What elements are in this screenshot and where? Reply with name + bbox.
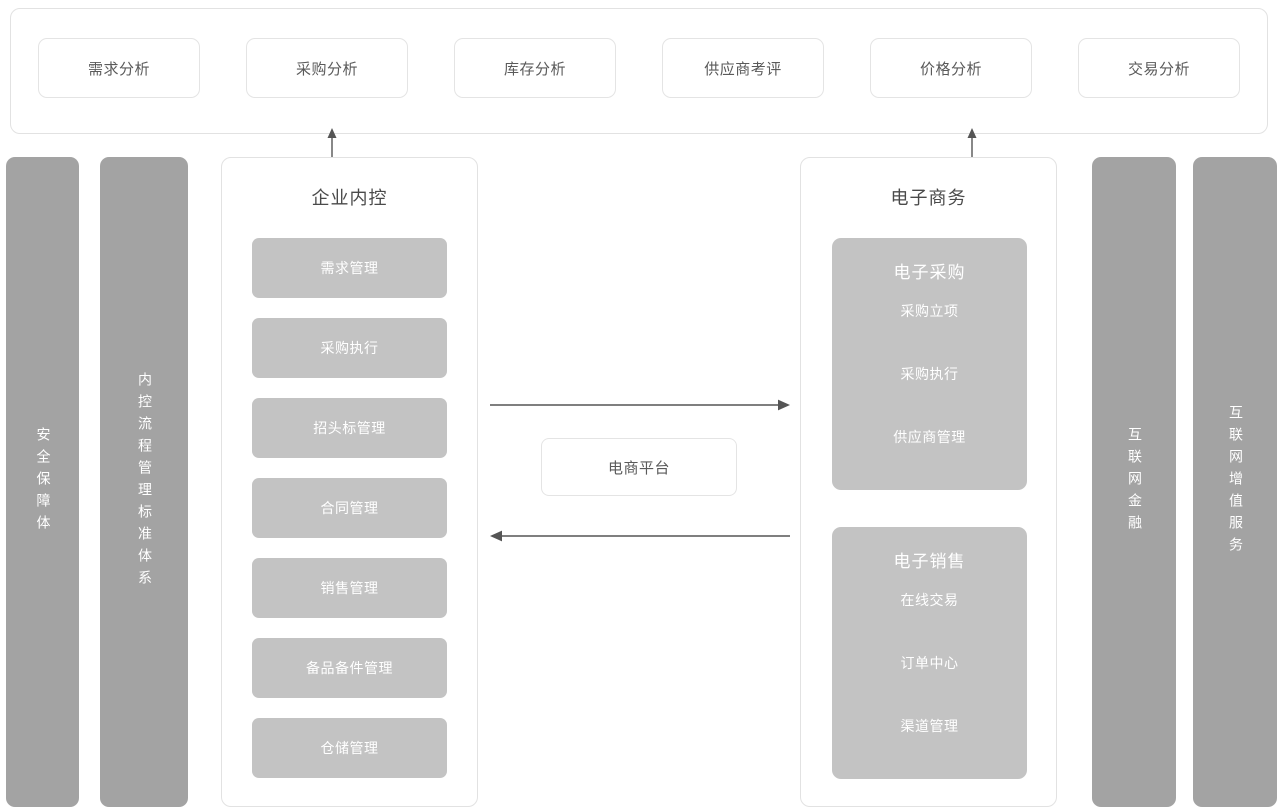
sidebar-internet-value-added-service[interactable]: 互联网增值服务: [1193, 157, 1277, 807]
e-procurement-item-list: 采购立项 采购执行 供应商管理: [832, 301, 1027, 447]
internal-control-block-list: 需求管理 采购执行 招头标管理 合同管理 销售管理 备品备件管理 仓储管理: [252, 238, 447, 778]
analysis-card-demand[interactable]: 需求分析: [38, 38, 200, 98]
e-sales-item-online-transaction[interactable]: 在线交易: [900, 593, 959, 609]
sidebar-control-flow-label: 内控流程管理标准体系: [136, 372, 152, 592]
e-sales-item-channel-management[interactable]: 渠道管理: [900, 719, 959, 735]
ic-block-demand-management[interactable]: 需求管理: [252, 238, 447, 298]
analysis-bar-panel: 需求分析 采购分析 库存分析 供应商考评 价格分析 交易分析: [10, 8, 1268, 134]
e-procurement-item-project-initiation[interactable]: 采购立项: [900, 304, 959, 320]
analysis-card-inventory[interactable]: 库存分析: [454, 38, 616, 98]
e-procurement-title: 电子采购: [893, 263, 966, 283]
analysis-card-price[interactable]: 价格分析: [870, 38, 1032, 98]
arrow-internal-control-to-ecommerce: [490, 399, 790, 411]
ic-block-warehouse-management[interactable]: 仓储管理: [252, 718, 447, 778]
e-sales-title: 电子销售: [893, 552, 966, 572]
internal-control-title: 企业内控: [311, 188, 388, 209]
analysis-card-supplier-evaluation[interactable]: 供应商考评: [662, 38, 824, 98]
arrow-up-ecommerce-to-analysis: [967, 128, 977, 158]
ecommerce-platform-box[interactable]: 电商平台: [541, 438, 737, 496]
internal-control-panel: 企业内控 需求管理 采购执行 招头标管理 合同管理 销售管理 备品备件管理 仓储…: [221, 157, 478, 807]
e-procurement-item-execution[interactable]: 采购执行: [900, 367, 959, 383]
sidebar-control-flow-standard[interactable]: 内控流程管理标准体系: [100, 157, 188, 807]
sidebar-internet-vas-label: 互联网增值服务: [1227, 405, 1243, 559]
ecommerce-title: 电子商务: [890, 188, 967, 209]
arrow-ecommerce-to-internal-control: [490, 530, 790, 542]
e-sales-item-order-center[interactable]: 订单中心: [900, 656, 959, 672]
e-procurement-item-supplier-management[interactable]: 供应商管理: [893, 430, 966, 446]
sidebar-internet-finance[interactable]: 互联网金融: [1092, 157, 1176, 807]
sidebar-security-label: 安全保障体: [34, 427, 51, 537]
analysis-card-transaction[interactable]: 交易分析: [1078, 38, 1240, 98]
ic-block-bidding-management[interactable]: 招头标管理: [252, 398, 447, 458]
ic-block-sales-management[interactable]: 销售管理: [252, 558, 447, 618]
ecommerce-panel: 电子商务 电子采购 采购立项 采购执行 供应商管理 电子销售 在线交易 订单中心…: [800, 157, 1057, 807]
ic-block-spare-parts-management[interactable]: 备品备件管理: [252, 638, 447, 698]
ic-block-contract-management[interactable]: 合同管理: [252, 478, 447, 538]
sidebar-internet-finance-label: 互联网金融: [1126, 427, 1142, 537]
arrow-up-internal-control-to-analysis: [327, 128, 337, 158]
analysis-card-procurement[interactable]: 采购分析: [246, 38, 408, 98]
ic-block-procurement-execution[interactable]: 采购执行: [252, 318, 447, 378]
sidebar-security-guarantee[interactable]: 安全保障体: [6, 157, 79, 807]
ecommerce-group-e-procurement[interactable]: 电子采购 采购立项 采购执行 供应商管理: [832, 238, 1027, 490]
e-sales-item-list: 在线交易 订单中心 渠道管理: [832, 590, 1027, 736]
ecommerce-platform-label: 电商平台: [607, 458, 670, 477]
ecommerce-group-e-sales[interactable]: 电子销售 在线交易 订单中心 渠道管理: [832, 527, 1027, 779]
analysis-card-list: 需求分析 采购分析 库存分析 供应商考评 价格分析 交易分析: [38, 38, 1240, 98]
